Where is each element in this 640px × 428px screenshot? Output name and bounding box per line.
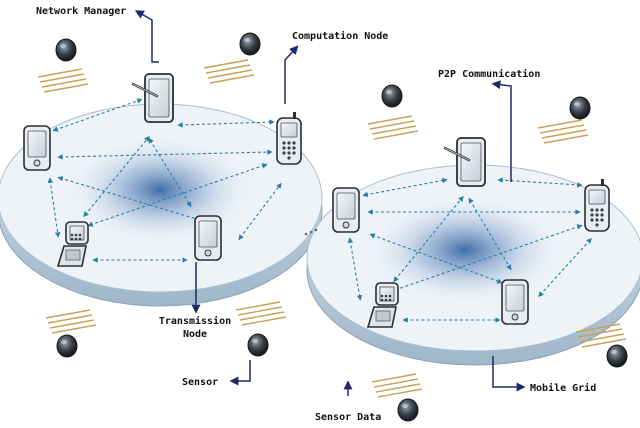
sensor-waves-icon [371, 373, 423, 398]
sensor-waves-icon [537, 119, 589, 144]
transmission-node-label-line1: Transmission [159, 315, 231, 327]
sensor-node-icon [397, 398, 419, 422]
right-pda-device-icon [332, 187, 360, 233]
sensor-waves-icon [367, 115, 419, 140]
transmission-node-label-line2: Node [183, 329, 207, 340]
computation-node-phone-icon [276, 111, 302, 165]
sensor-waves-icon [37, 68, 89, 93]
sensor-waves-icon [203, 59, 255, 84]
left-pda-device-icon [23, 125, 51, 171]
sensor-data-label: Sensor Data [315, 412, 381, 423]
sensor-waves-icon [235, 301, 287, 326]
disc-connector-dots [304, 228, 318, 236]
sensor-node-icon [56, 334, 78, 358]
sensor-label: Sensor [182, 377, 218, 388]
right-phone-device-icon [584, 178, 610, 232]
sensor-node-icon [381, 84, 403, 108]
network-manager-label: Network Manager [36, 6, 126, 17]
p2p-communication-label: P2P Communication [438, 68, 540, 80]
transmission-node-pda-icon [194, 215, 222, 261]
label-pointers [134, 10, 526, 396]
sensor-node-icon [55, 38, 77, 62]
sensor-node-icon [239, 32, 261, 56]
sensor-node-icon [247, 333, 269, 357]
sensor-node-icon [606, 344, 628, 368]
sensor-waves-icon [45, 309, 97, 334]
mobile-grid-label: Mobile Grid [530, 382, 596, 394]
left-p2p-links [47, 98, 282, 263]
right-p2p-links [347, 177, 592, 323]
computation-node-label: Computation Node [292, 30, 388, 42]
sensor-node-icon [569, 96, 591, 120]
right-pda-device-2-icon [501, 279, 529, 325]
